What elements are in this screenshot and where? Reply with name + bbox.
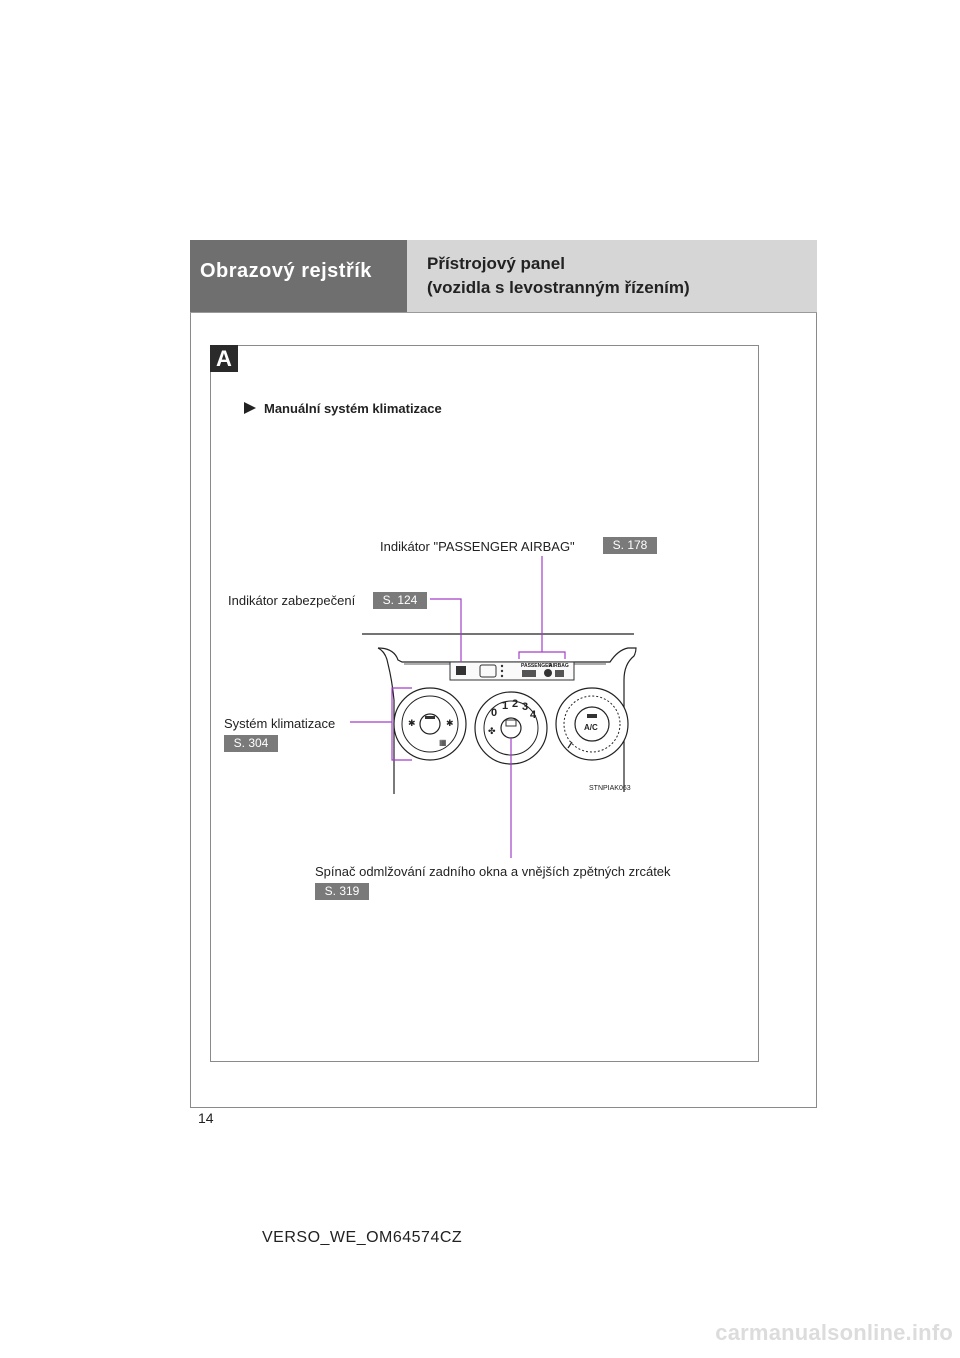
- fan-speed-0: 0: [491, 707, 497, 719]
- watermark: carmanualsonline.info: [715, 1318, 957, 1350]
- climate-system-label: Systém klimatizace: [224, 716, 336, 731]
- climate-page-ref[interactable]: S. 304: [224, 735, 278, 752]
- security-page-ref[interactable]: S. 124: [373, 592, 427, 609]
- strip-text-airbag: AIRBAG: [549, 663, 569, 669]
- airbag-indicator-label: Indikátor "PASSENGER AIRBAG": [380, 539, 575, 554]
- section-title: Obrazový rejstřík: [200, 260, 372, 282]
- temperature-knob[interactable]: ✱ ✱ ▦: [393, 687, 467, 761]
- security-callout-line: [430, 598, 462, 662]
- fan-speed-1: 1: [502, 700, 508, 712]
- fan-speed-3: 3: [522, 701, 528, 713]
- fan-speed-2: 2: [512, 698, 518, 710]
- watermark-text: carmanualsonline.info: [715, 1320, 953, 1345]
- climate-bracket: [391, 687, 412, 761]
- subheading: Manuální systém klimatizace: [244, 401, 442, 416]
- page-title-line2: (vozidla s levostranným řízením): [427, 278, 690, 297]
- page-number: 14: [198, 1110, 214, 1126]
- subheading-text: Manuální systém klimatizace: [264, 401, 442, 416]
- airbag-bracket: [518, 651, 566, 659]
- panel-tag: A: [210, 345, 238, 372]
- fan-speed-4: 4: [530, 709, 537, 721]
- header-divider: [190, 312, 817, 313]
- security-indicator-label: Indikátor zabezpečení: [228, 593, 356, 608]
- defogger-switch-label: Spínač odmlžování zadního okna a vnějšíc…: [315, 864, 671, 879]
- ac-button-label: A/C: [584, 723, 598, 732]
- illustration-code: STNPIAK063: [589, 785, 631, 792]
- document-code: VERSO_WE_OM64574CZ: [262, 1229, 463, 1246]
- svg-text:✤: ✤: [488, 726, 496, 736]
- svg-text:✱: ✱: [446, 718, 454, 728]
- mode-knob[interactable]: A/C: [555, 687, 629, 761]
- section-tab: Obrazový rejstřík: [190, 240, 407, 312]
- fan-speed-knob[interactable]: 0 1 2 3 4 ✤: [474, 691, 548, 765]
- defogger-page-ref[interactable]: S. 319: [315, 883, 369, 900]
- airbag-off-icon: [522, 670, 536, 677]
- page-header: Přístrojový panel (vozidla s levostranný…: [407, 240, 817, 312]
- hazard-switch-icon: [479, 664, 497, 678]
- svg-text:▦: ▦: [439, 738, 447, 747]
- triangle-bullet-icon: [244, 402, 256, 414]
- rear-defogger-button-icon[interactable]: [505, 719, 517, 727]
- airbag-on-icon: [544, 669, 552, 677]
- page-title-line1: Přístrojový panel: [427, 254, 565, 273]
- illustration-panel: [210, 345, 759, 1062]
- airbag-page-ref[interactable]: S. 178: [603, 537, 657, 554]
- security-indicator-icon: [456, 666, 466, 675]
- indicator-strip: PASSENGER AIRBAG: [449, 661, 575, 681]
- svg-text:✱: ✱: [408, 718, 416, 728]
- strip-text-passenger: PASSENGER: [521, 663, 552, 669]
- callout-lines: [350, 556, 566, 858]
